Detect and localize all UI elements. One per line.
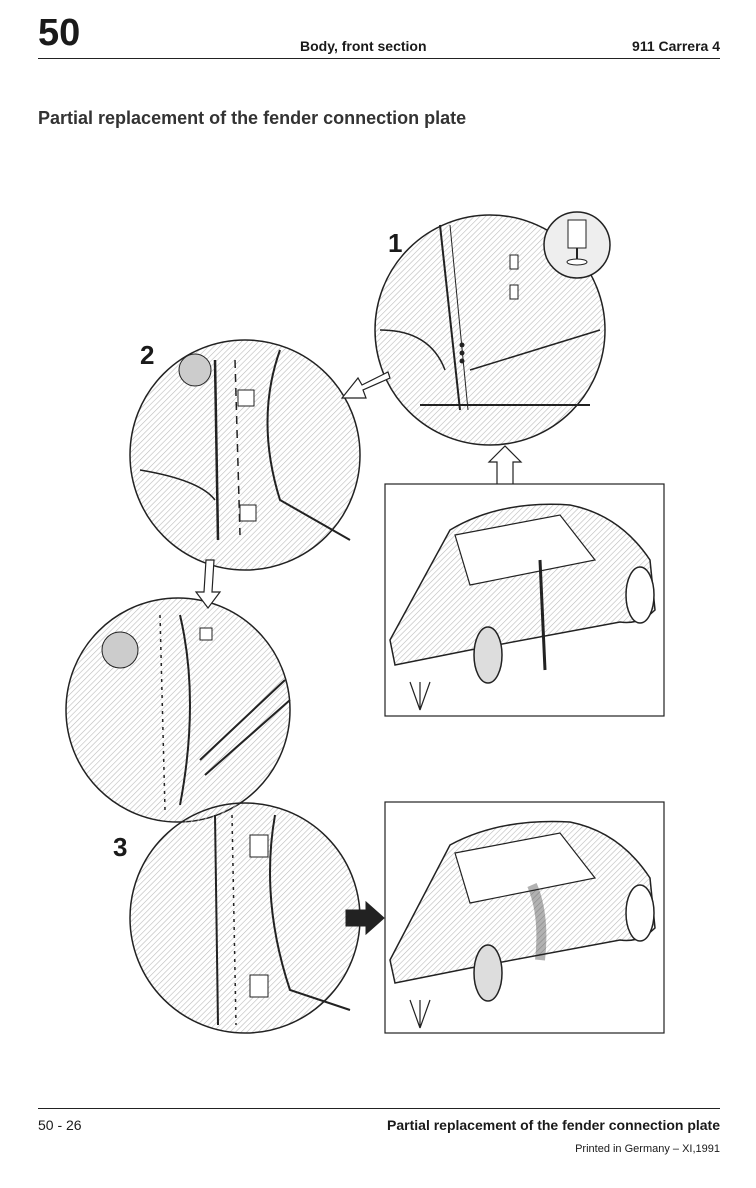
- detail-circle-3: [129, 802, 361, 1034]
- step-label-1: 1: [388, 228, 403, 258]
- footer-page-number: 50 - 26: [38, 1117, 82, 1133]
- detail-circle-1: [374, 214, 606, 446]
- header-title: Body, front section: [300, 38, 427, 54]
- car-view-bottom: [384, 801, 665, 1034]
- header-model: 911 Carrera 4: [632, 38, 720, 54]
- footer-divider: [38, 1108, 720, 1109]
- step-label-3: 3: [113, 832, 128, 862]
- detail-circle-2: [129, 339, 361, 571]
- footer-title: Partial replacement of the fender connec…: [387, 1117, 720, 1133]
- page-title: Partial replacement of the fender connec…: [38, 108, 467, 128]
- tool-inset: [543, 211, 611, 279]
- section-number: 50: [38, 12, 81, 54]
- detail-circle-middle: [65, 597, 291, 823]
- header-divider: [38, 58, 720, 59]
- footer-print-info: Printed in Germany – XI,1991: [575, 1143, 720, 1155]
- flow-arrows: [194, 371, 523, 936]
- car-view-top: [384, 483, 665, 717]
- step-label-2: 2: [140, 340, 155, 370]
